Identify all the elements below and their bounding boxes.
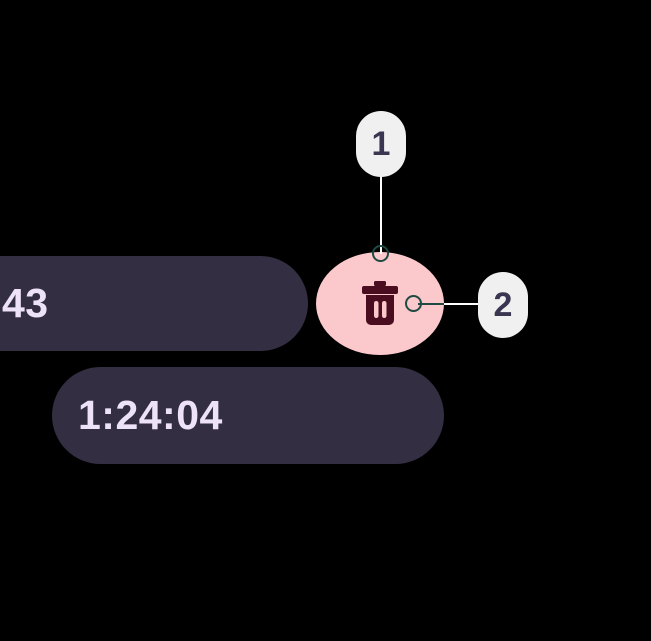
callout-badge-1-label: 1: [371, 124, 391, 163]
duration-chip[interactable]: 1:24:04: [52, 367, 444, 464]
callout-badge-2-label: 2: [493, 285, 513, 324]
callout-anchor-dot-1: [372, 245, 389, 262]
duration-chip-clipped[interactable]: 43: [0, 256, 308, 351]
callout-anchor-dot-2: [405, 295, 422, 312]
callout-badge-2[interactable]: 2: [478, 272, 528, 338]
trash-icon: [359, 281, 401, 326]
callout-leader-line-2-overlay: [418, 303, 444, 305]
callout-leader-line-2: [418, 303, 480, 305]
callout-badge-1[interactable]: 1: [356, 111, 406, 177]
duration-chip-clipped-label: 43: [2, 280, 49, 326]
callout-leader-line-1: [380, 170, 382, 254]
duration-chip-label: 1:24:04: [78, 392, 223, 438]
